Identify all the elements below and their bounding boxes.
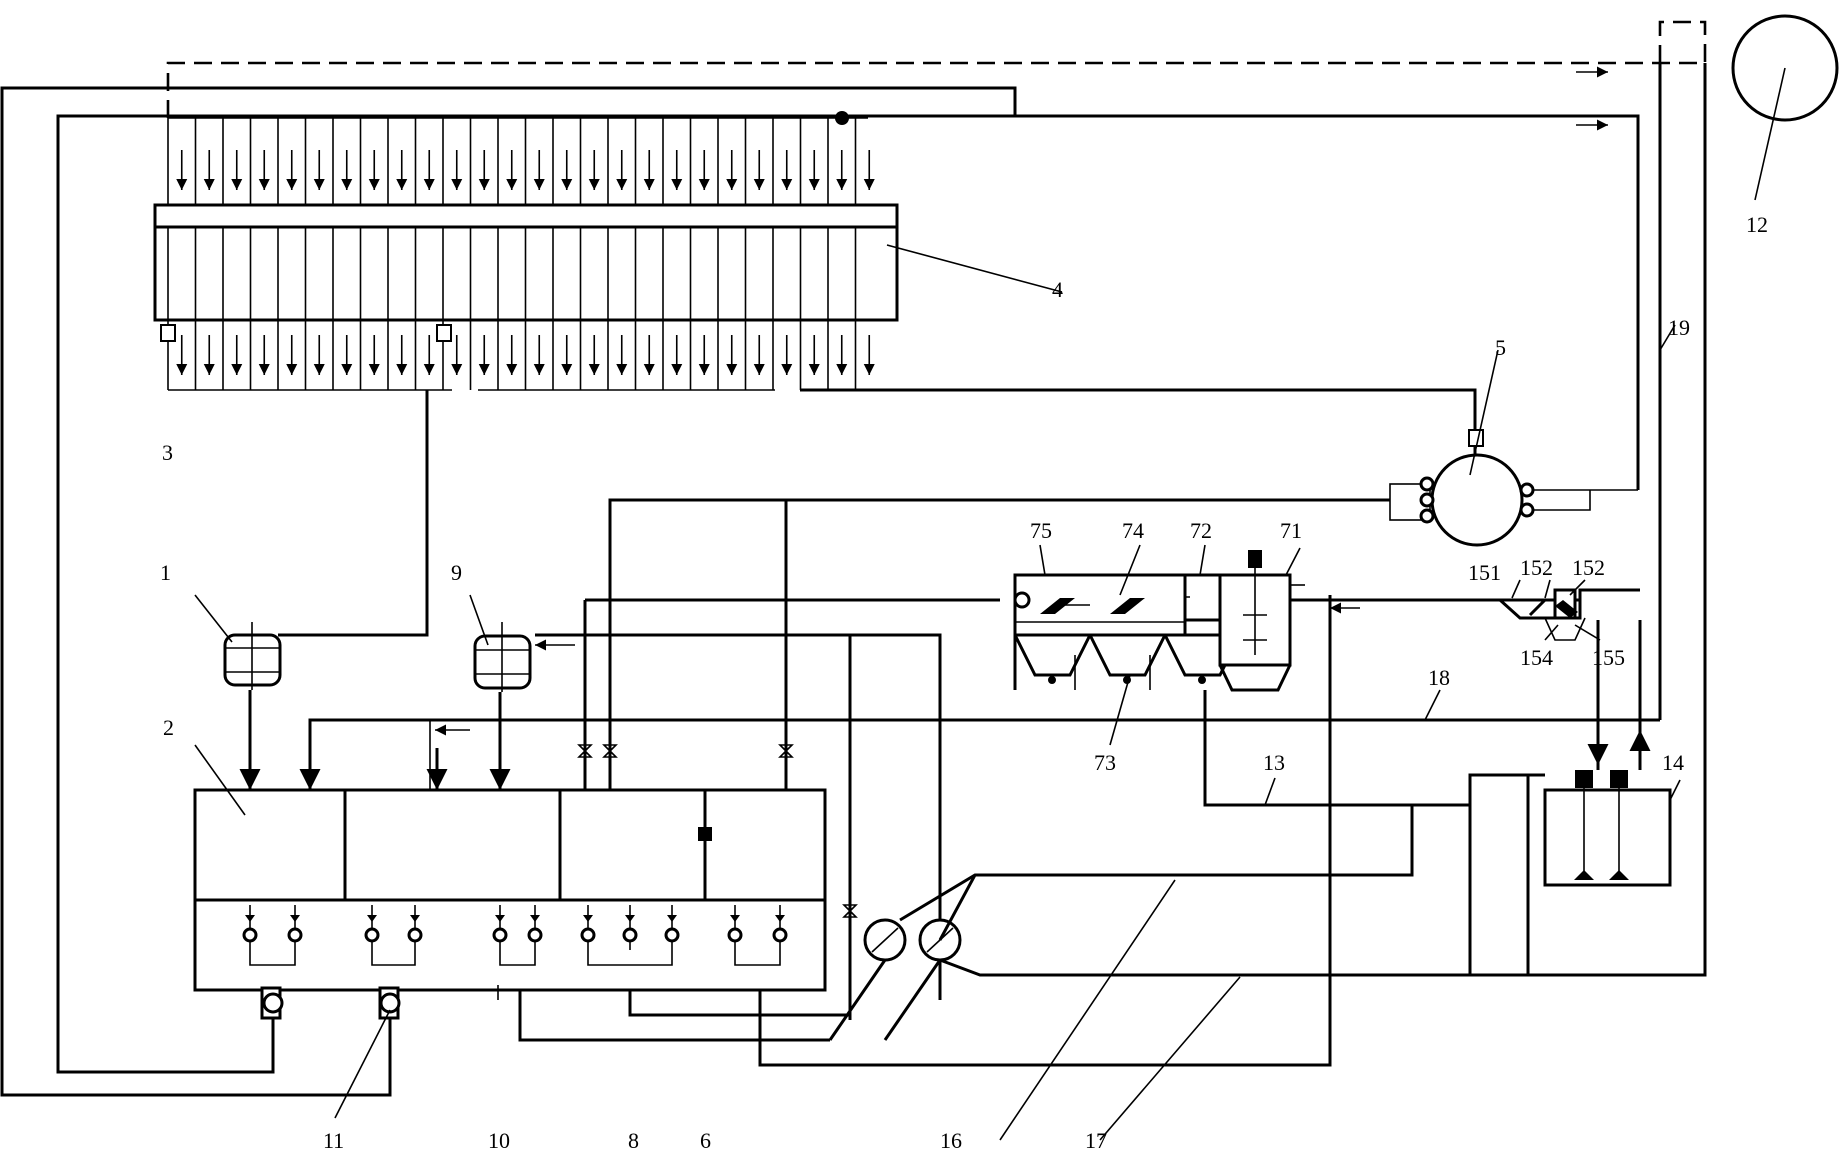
label-152-b: 152 [1572,555,1605,580]
equipment-16-17-exchangers [828,805,1470,1141]
label-154: 154 [1520,645,1553,670]
label-9: 9 [451,560,462,585]
labels: 12 4 3 19 5 1 9 75 74 72 71 151 152 152 … [160,212,1768,1153]
label-13: 13 [1263,750,1285,775]
equipment-5-vessel [1389,349,1638,547]
label-6: 6 [700,1128,711,1153]
equipment-71-75-separator [1013,544,1305,746]
label-2: 2 [163,715,174,740]
outer-pipe-loops [0,86,1640,1097]
label-17: 17 [1085,1128,1107,1153]
dashed-signal-line [166,20,1707,131]
equipment-11-pumps [260,986,401,1119]
label-10: 10 [488,1128,510,1153]
label-11: 11 [323,1128,344,1153]
label-5: 5 [1495,335,1506,360]
label-151: 151 [1468,560,1501,585]
valves [577,744,858,918]
label-155: 155 [1592,645,1625,670]
label-4: 4 [1052,277,1063,302]
label-75: 75 [1030,518,1052,543]
label-74: 74 [1122,518,1144,543]
label-72: 72 [1190,518,1212,543]
equipment-1-vessel [194,594,282,790]
label-152-a: 152 [1520,555,1553,580]
equipment-2-main-tank [193,744,827,992]
pipe-18 [299,689,1660,790]
label-3: 3 [162,440,173,465]
equipment-3-4-cell-bank [153,111,1063,391]
label-19: 19 [1668,315,1690,340]
equipment-9-vessel [469,594,575,790]
label-12: 12 [1746,212,1768,237]
label-8: 8 [628,1128,639,1153]
label-14: 14 [1662,750,1684,775]
label-71: 71 [1280,518,1302,543]
label-16: 16 [940,1128,962,1153]
equipment-151-155-unit [1498,579,1640,641]
label-18: 18 [1428,665,1450,690]
label-1: 1 [160,560,171,585]
label-73: 73 [1094,750,1116,775]
equipment-14-agitator-tank [1468,620,1681,975]
